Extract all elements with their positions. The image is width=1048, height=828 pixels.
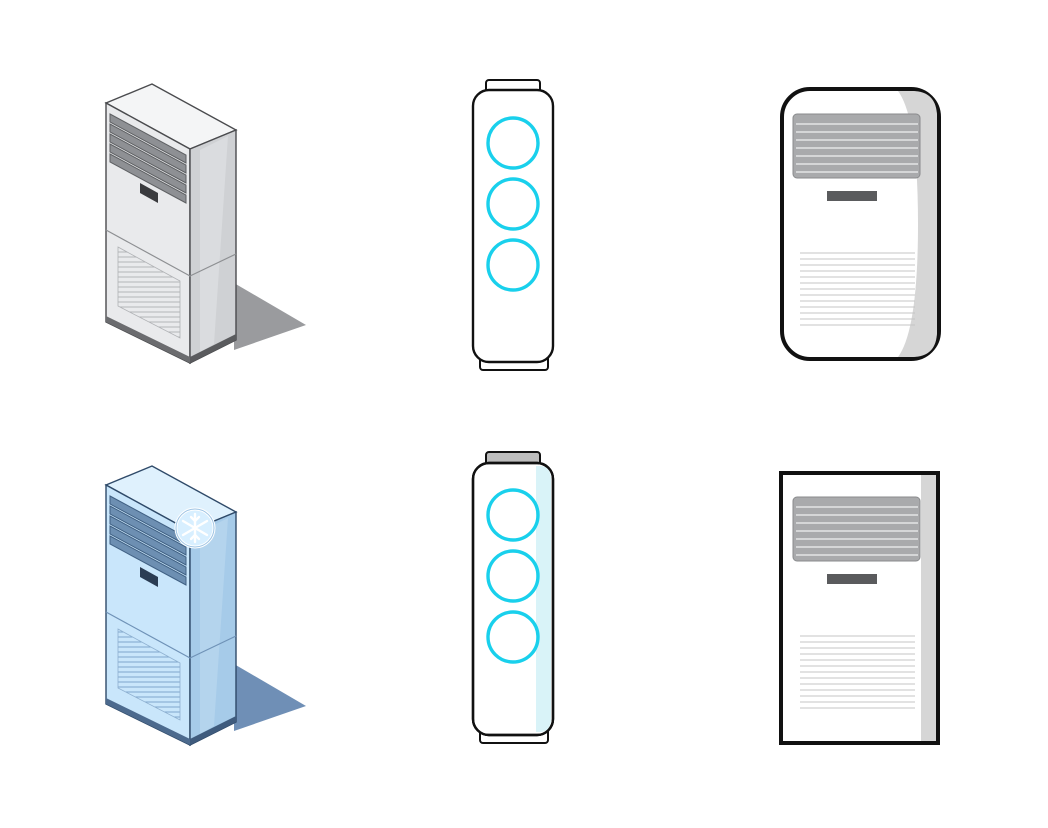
- fan-ring: [486, 238, 540, 292]
- tower-ac-unit-outline: [471, 79, 555, 371]
- fan-ring: [486, 549, 540, 603]
- rounded-panel-ac-unit: [780, 87, 941, 361]
- louver-vent: [109, 113, 187, 204]
- louver-grille: [792, 113, 921, 179]
- tower-ac-unit-light: [471, 451, 555, 744]
- fan-ring: [486, 116, 540, 170]
- louver-vent: [109, 495, 187, 586]
- iso-ac-unit-gray: [104, 83, 306, 365]
- fan-ring: [486, 610, 540, 664]
- display-panel: [140, 183, 158, 203]
- fan-ring: [486, 488, 540, 542]
- intake-grille: [117, 246, 181, 339]
- display-panel: [827, 574, 877, 584]
- fan-ring: [486, 177, 540, 231]
- display-panel: [140, 567, 158, 587]
- square-panel-ac-unit: [779, 471, 940, 745]
- intake-lines: [800, 635, 915, 709]
- louver-grille: [792, 496, 921, 562]
- iso-ac-unit-blue: [104, 465, 306, 747]
- intake-grille: [117, 628, 181, 721]
- display-panel: [827, 191, 877, 201]
- snowflake-icon: [174, 507, 216, 549]
- intake-lines: [800, 252, 915, 326]
